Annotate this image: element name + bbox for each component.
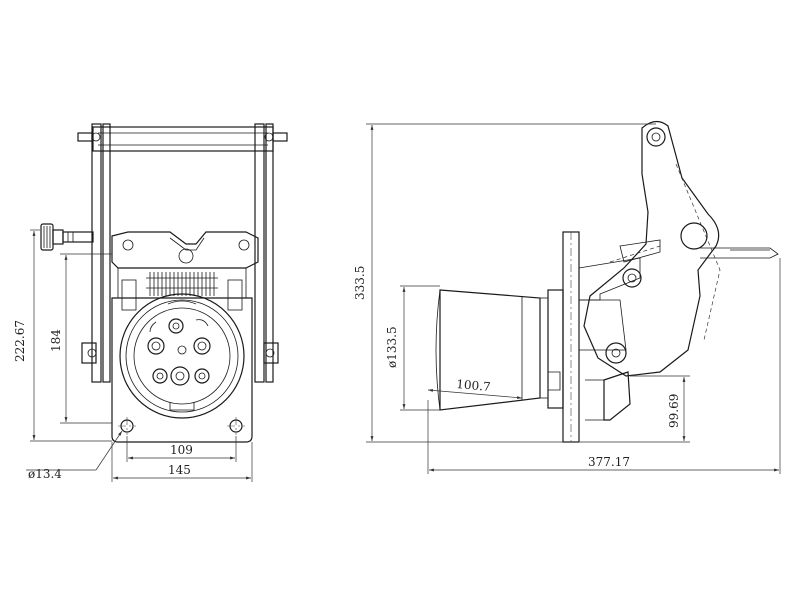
front-view: 222.67 184 109 145 ø13.4 [13, 123, 288, 482]
side-bracket [578, 239, 779, 421]
dim-side-socket-diameter: ø133.5 [385, 326, 399, 368]
dim-side-offset: 99.69 [667, 394, 681, 428]
front-socket-face [119, 293, 245, 419]
dim-side-socket-depth: 100.7 [456, 377, 491, 394]
dim-front-base-width: 145 [168, 463, 191, 477]
front-base-plate [111, 297, 253, 443]
side-lever-arm [583, 120, 721, 377]
front-dimensions: 222.67 184 109 145 ø13.4 [13, 229, 253, 482]
side-dimensions: 333.5 ø133.5 100.7 99.69 377.17 [353, 123, 781, 474]
front-socket-housing [111, 231, 259, 311]
dim-front-height-inner: 184 [49, 329, 63, 352]
dim-front-hole-diameter: ø13.4 [28, 467, 62, 481]
side-mounting-flange [539, 231, 580, 443]
dim-front-height-outer: 222.67 [13, 320, 27, 362]
side-view: 333.5 ø133.5 100.7 99.69 377.17 [353, 120, 781, 474]
dim-side-total-length: 377.17 [588, 455, 630, 469]
dim-side-total-height: 333.5 [353, 266, 367, 300]
front-hinge-frame [77, 123, 288, 383]
front-locking-knob [40, 223, 94, 251]
dim-front-hole-spacing: 109 [170, 443, 193, 457]
